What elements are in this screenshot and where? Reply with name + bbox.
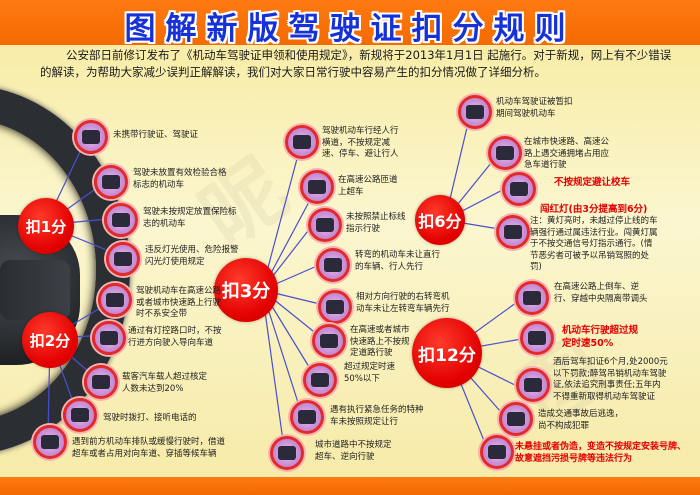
violation-text: 在高速公路匝道上超车 — [338, 175, 398, 197]
violation-text-highlight: 不按规定避让校车 — [554, 177, 631, 188]
badge-3-points: 扣3分 — [214, 258, 278, 322]
red-light-icon — [496, 215, 530, 249]
crosswalk-icon — [285, 125, 319, 159]
violation-text: 在城市快速路、高速公路上遇交通拥堵占用应急车道行驶 — [524, 137, 610, 170]
violation-title-highlight: 闯红灯(由3分提高到6分) — [540, 204, 648, 215]
violation-text: 超过规定时速50%以下 — [344, 362, 396, 384]
queue-jump-icon — [33, 425, 67, 459]
violation-text: 驾驶时拨打、接听电话的 — [103, 413, 197, 423]
steering-wheel-spoke — [0, 260, 70, 320]
violation-text: 在高速公路上倒车、逆行、穿越中央隔离带调头 — [554, 282, 648, 304]
intro-paragraph: 公安部日前修订发布了《机动车驾驶证申领和使用规定》，新规将于2013年1月1日 … — [40, 48, 672, 79]
violation-text: 通过有灯控路口时，不按行进方向驶入导向车道 — [128, 326, 222, 348]
emergency-vehicle-icon — [290, 400, 324, 434]
traffic-light-lane-icon — [92, 321, 126, 355]
suspended-license-car-icon — [458, 95, 492, 129]
violation-text: 造成交通事故后逃逸，尚不构成犯罪 — [538, 409, 624, 431]
reverse-highway-icon — [515, 281, 549, 315]
headlight-icon — [106, 242, 140, 276]
violation-text: 酒后驾车扣证6个月,处2000元以下罚款;醉驾吊销机动车驾驶证,依法追究刑事责任… — [553, 357, 668, 402]
wrong-way-icon — [270, 436, 304, 470]
badge-2-points: 扣2分 — [22, 312, 78, 368]
violation-text: 在高速或者城市快速路上不按规定道路行驶 — [350, 325, 410, 358]
insurance-sticker-icon — [104, 203, 138, 237]
violation-text: 驾驶未按规定放置保险标志的机动车 — [143, 207, 237, 229]
violation-text: 违反灯光使用、危险报警闪光灯使用规定 — [145, 245, 239, 267]
fake-plate-icon — [480, 435, 514, 469]
violation-text: 机动车驾驶证被暂扣期间驾驶机动车 — [496, 97, 573, 119]
badge-1-point: 扣1分 — [18, 198, 74, 254]
badge-12-points: 扣12分 — [412, 318, 482, 388]
page-title: 图解新版驾驶证扣分规则 — [124, 11, 576, 47]
footer-bar — [0, 477, 700, 495]
emergency-lane-icon — [488, 136, 522, 170]
speedometer-icon — [303, 363, 337, 397]
violation-note: 注：黄灯亮时，未越过停止线的车辆强行通过属违法行业。闯黄灯属于不按交通信号灯指示… — [530, 216, 658, 272]
violation-text-highlight: 机动车行驶超过规定时速50% — [562, 325, 639, 349]
violation-text: 遇到前方机动车排队或缓慢行驶时，借道超车或者占用对向车道、穿插等候车辆 — [72, 437, 226, 459]
hit-and-run-icon — [499, 402, 533, 436]
opposite-turn-icon — [318, 290, 352, 324]
violation-text: 驾驶未放置有效检验合格标志的机动车 — [133, 168, 227, 190]
violation-text: 未按照禁止标线指示行驶 — [346, 212, 406, 234]
violation-text: 载客汽车载人超过核定人数未达到20% — [122, 372, 208, 394]
violation-text: 驾驶机动车行经人行横道，不按规定减速、停车、避让行人 — [322, 126, 399, 159]
overspeed-icon — [520, 321, 554, 355]
violation-text: 遇有执行紧急任务的特种车未按照规定让行 — [330, 405, 424, 427]
phone-icon — [63, 398, 97, 432]
drunk-driving-icon — [516, 368, 550, 402]
turn-yield-icon — [316, 248, 350, 282]
violation-text: 城市道路中不按规定超车、逆向行驶 — [315, 440, 392, 462]
inspection-sticker-icon — [94, 165, 128, 199]
expressway-lane-icon — [312, 324, 346, 358]
badge-6-points: 扣6分 — [415, 195, 465, 245]
violation-text: 相对方向行驶的右转弯机动车未让左转弯车辆先行 — [356, 292, 450, 314]
passenger-seats-icon — [84, 365, 118, 399]
school-bus-icon — [502, 172, 536, 206]
ramp-overtake-icon — [300, 170, 334, 204]
violation-text: 未携带行驶证、驾驶证 — [113, 130, 199, 140]
header-bar — [0, 0, 700, 45]
violation-text: 转弯的机动车未让直行的车辆、行人先行 — [355, 250, 441, 272]
violation-text-highlight: 未悬挂或者伪造，变造不按规定安装号牌、故意遮挡污损号牌等违法行为 — [515, 442, 687, 464]
seatbelt-icon — [98, 283, 132, 317]
violation-text: 驾驶机动车在高速公路或者城市快速路上行驶时不系安全带 — [136, 286, 222, 319]
license-card-icon — [74, 120, 108, 154]
no-entry-line-icon — [308, 208, 342, 242]
